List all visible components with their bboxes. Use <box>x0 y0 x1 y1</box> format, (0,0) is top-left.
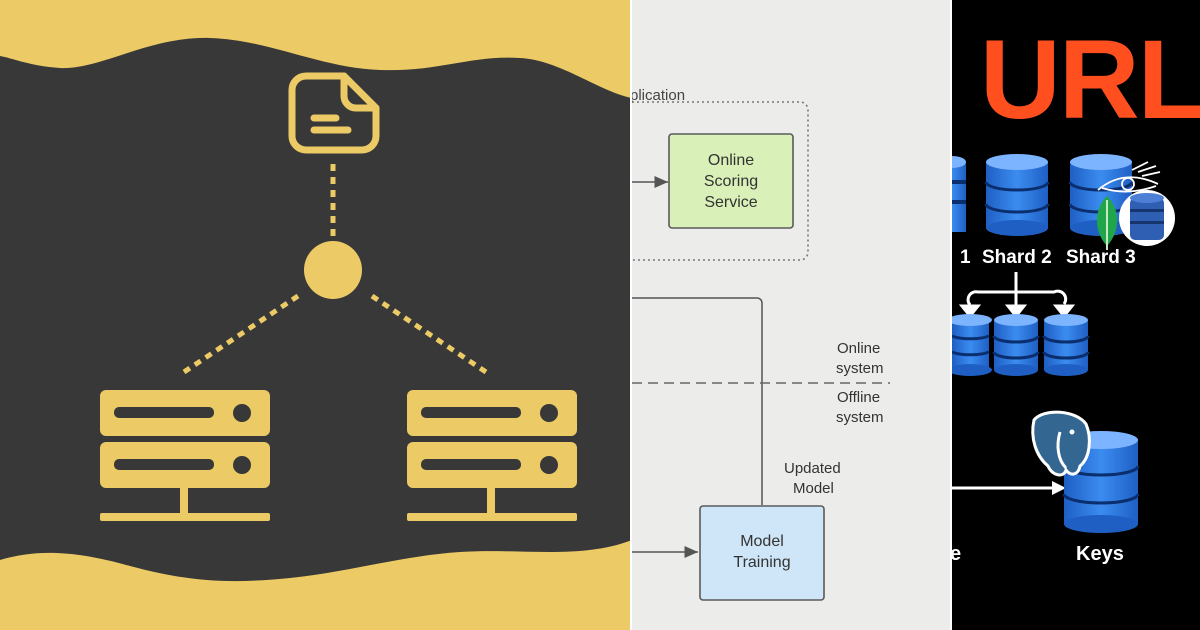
mongodb-leaf-icon <box>1096 196 1118 250</box>
online-scoring-line-3: Service <box>704 194 757 211</box>
online-system-line-1: Online <box>837 340 880 357</box>
hub-node-icon <box>304 241 362 299</box>
shard-1-label: 1 <box>960 247 971 268</box>
online-scoring-line-2: Scoring <box>704 173 758 190</box>
ml-system-diagram-panel: plication Online Scoring Service Online … <box>632 0 950 630</box>
application-label: plication <box>632 87 685 104</box>
cassandra-eye-icon <box>1097 161 1161 193</box>
replication-arrows <box>958 272 1076 319</box>
server-rack-icon <box>407 390 577 521</box>
database-icon <box>1042 314 1090 376</box>
database-icon <box>952 314 992 376</box>
online-system-line-2: system <box>836 360 884 377</box>
shard-2-label: Shard 2 <box>982 247 1052 268</box>
panel-divider <box>950 0 952 630</box>
online-scoring-service-box: Online Scoring Service <box>668 133 794 229</box>
model-training-line-1: Model <box>740 533 784 550</box>
dotted-connectors <box>182 164 488 375</box>
top-wave-shape <box>0 0 632 98</box>
shard-3-label: Shard 3 <box>1066 247 1136 268</box>
model-training-box: Model Training <box>699 505 825 601</box>
partial-label: e <box>952 543 961 565</box>
network-illustration-panel <box>0 0 632 630</box>
url-shortener-diagram: URL <box>952 17 1200 565</box>
offline-system-line-1: Offline <box>837 389 880 406</box>
model-feedback-line <box>632 297 763 505</box>
network-illustration <box>0 0 632 630</box>
panel-divider <box>630 0 632 630</box>
document-icon <box>288 72 380 154</box>
keys-arrow <box>952 481 1066 495</box>
online-scoring-line-1: Online <box>708 152 754 169</box>
dynamodb-icon <box>1119 190 1175 246</box>
updated-model-line-1: Updated <box>784 460 841 477</box>
model-training-line-2: Training <box>733 554 790 571</box>
url-title: URL <box>980 17 1200 142</box>
application-boundary <box>632 101 809 261</box>
updated-model-line-2: Model <box>793 480 834 497</box>
bottom-wave-shape <box>0 540 632 630</box>
database-icon <box>984 154 1050 236</box>
postgresql-elephant-icon <box>1031 410 1091 477</box>
database-icon <box>992 314 1040 376</box>
database-icon <box>952 156 966 232</box>
url-shortener-panel: URL <box>952 0 1200 630</box>
server-rack-icon <box>100 390 270 521</box>
offline-system-line-2: system <box>836 409 884 426</box>
keys-label: Keys <box>1076 543 1124 565</box>
ml-system-diagram: plication Online Scoring Service Online … <box>632 87 890 601</box>
